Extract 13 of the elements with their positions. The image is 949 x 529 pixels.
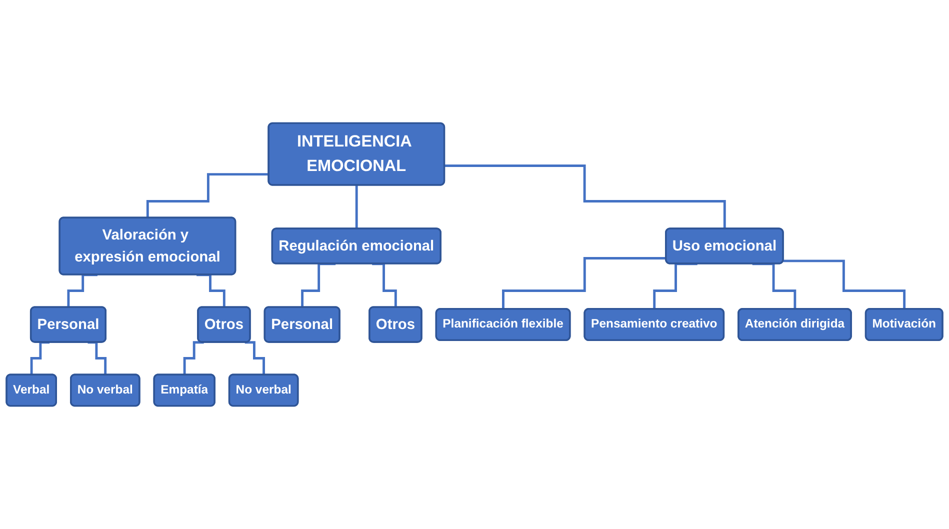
connector (301, 262, 336, 309)
connector (752, 262, 796, 310)
connector (372, 262, 398, 309)
connector (88, 341, 107, 376)
connector (502, 257, 666, 310)
connector (183, 341, 204, 376)
connector (146, 173, 269, 220)
connector (783, 260, 906, 310)
connector (196, 274, 226, 309)
connector (244, 341, 266, 376)
connector (653, 262, 698, 310)
connector (30, 341, 50, 376)
connector (67, 274, 98, 309)
